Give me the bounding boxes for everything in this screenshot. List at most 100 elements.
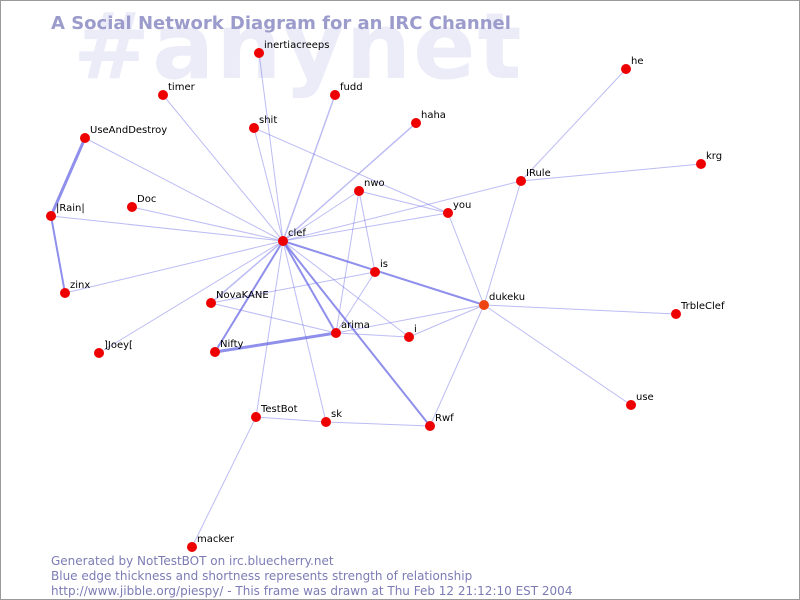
node-you: you <box>443 200 471 218</box>
node-label: inertiacreeps <box>264 40 329 51</box>
edge-clef-rain <box>50 215 284 242</box>
node-label: timer <box>168 82 196 93</box>
node-dot <box>479 300 489 310</box>
node-dot <box>80 133 90 143</box>
node-doc: Doc <box>127 194 156 212</box>
edge-i-dukeku <box>408 304 485 338</box>
edge-is-arima <box>335 271 376 334</box>
edge-clef-joey <box>98 240 284 354</box>
node-label: ]Joey[ <box>104 340 133 351</box>
node-joey: ]Joey[ <box>94 340 133 358</box>
node-dot <box>249 123 259 133</box>
node-use: use <box>626 392 654 410</box>
edge-is-novakane <box>210 271 376 304</box>
node-dot <box>158 90 168 100</box>
channel-watermark: #anynet <box>73 0 524 100</box>
node-dot <box>187 542 197 552</box>
edge-nifty-arima <box>214 331 337 354</box>
node-label: macker <box>197 534 235 545</box>
node-label: UseAndDestroy <box>90 125 167 136</box>
edge-rain-zinx <box>50 215 66 294</box>
edge-clef-doc <box>131 206 284 242</box>
edge-arima-i <box>335 332 410 338</box>
node-trbleclef: TrbleClef <box>671 301 725 319</box>
edge-dukeku-irule <box>483 180 522 306</box>
node-timer: timer <box>158 82 196 100</box>
node-dot <box>354 186 364 196</box>
node-dot <box>425 421 435 431</box>
node-zinx: zinx <box>60 280 90 298</box>
node-dot <box>251 412 261 422</box>
node-label: nwo <box>364 178 385 189</box>
node-dot <box>254 48 264 58</box>
edge-clef-fudd <box>282 94 336 242</box>
edge-clef-sk <box>282 240 327 423</box>
node-label: krg <box>706 151 722 162</box>
node-dot <box>516 176 526 186</box>
node-dot <box>626 400 636 410</box>
node-inertiacreeps: inertiacreeps <box>254 40 329 58</box>
edge-clef-nifty <box>214 240 284 353</box>
node-dot <box>696 159 706 169</box>
node-clef: clef <box>278 228 306 246</box>
node-dot <box>210 347 220 357</box>
node-rwf: Rwf <box>425 413 454 431</box>
node-label: IRule <box>526 168 551 179</box>
edge-clef-timer <box>162 94 284 242</box>
node-dot <box>370 267 380 277</box>
node-useanddestroy: UseAndDestroy <box>80 125 167 143</box>
node-dot <box>404 332 414 342</box>
edge-shit-you <box>253 127 449 214</box>
node-label: you <box>453 200 471 211</box>
edge-nwo-is <box>358 190 376 273</box>
edge-clef-you <box>282 212 449 242</box>
node-label: fudd <box>340 82 363 93</box>
edge-novakane-arima <box>210 302 337 334</box>
node-testbot: TestBot <box>251 404 298 422</box>
edge-useanddestroy-rain <box>49 137 87 217</box>
edge-clef-novakane <box>210 240 284 304</box>
node-dot <box>621 64 631 74</box>
node-dot <box>331 328 341 338</box>
edge-clef-shit <box>253 127 284 242</box>
edge-you-dukeku <box>447 212 485 306</box>
node-dot <box>94 348 104 358</box>
edge-clef-inertiacreeps <box>258 52 284 242</box>
node-label: shit <box>259 115 277 126</box>
node-arima: arima <box>331 320 370 338</box>
node-label: Rwf <box>435 413 454 424</box>
edge-testbot-sk <box>255 416 327 423</box>
node-fudd: fudd <box>330 82 363 100</box>
edge-clef-zinx <box>64 240 284 294</box>
footer: Generated by NotTestBOT on irc.bluecherr… <box>51 554 572 599</box>
footer-legend: Blue edge thickness and shortness repres… <box>51 569 473 583</box>
node-label: Nifty <box>220 339 244 350</box>
diagram-title: A Social Network Diagram for an IRC Chan… <box>51 13 511 34</box>
edge-irule-he <box>520 68 627 182</box>
node-novakane: NovaKANE <box>206 290 269 308</box>
node-is: is <box>370 259 388 277</box>
footer-timestamp: http://www.jibble.org/piespy/ - This fra… <box>51 584 573 598</box>
node-krg: krg <box>696 151 722 169</box>
edge-dukeku-use <box>483 304 632 406</box>
node-dot <box>127 202 137 212</box>
node-rain: |Rain| <box>46 203 85 221</box>
node-label: TrbleClef <box>680 301 725 312</box>
node-label: i <box>414 324 417 335</box>
node-sk: sk <box>321 409 342 427</box>
edge-dukeku-rwf <box>429 304 485 427</box>
node-label: he <box>631 56 644 67</box>
node-label: is <box>380 259 388 270</box>
edge-dukeku-trbleclef <box>483 304 677 315</box>
edge-clef-arima <box>282 240 337 334</box>
node-nifty: Nifty <box>210 339 244 357</box>
node-dot <box>411 118 421 128</box>
node-dot <box>60 288 70 298</box>
node-label: arima <box>341 320 370 331</box>
footer-generated: Generated by NotTestBOT on irc.bluecherr… <box>51 554 334 568</box>
node-dot <box>278 236 288 246</box>
node-label: clef <box>288 228 306 239</box>
edge-layer <box>49 52 702 548</box>
